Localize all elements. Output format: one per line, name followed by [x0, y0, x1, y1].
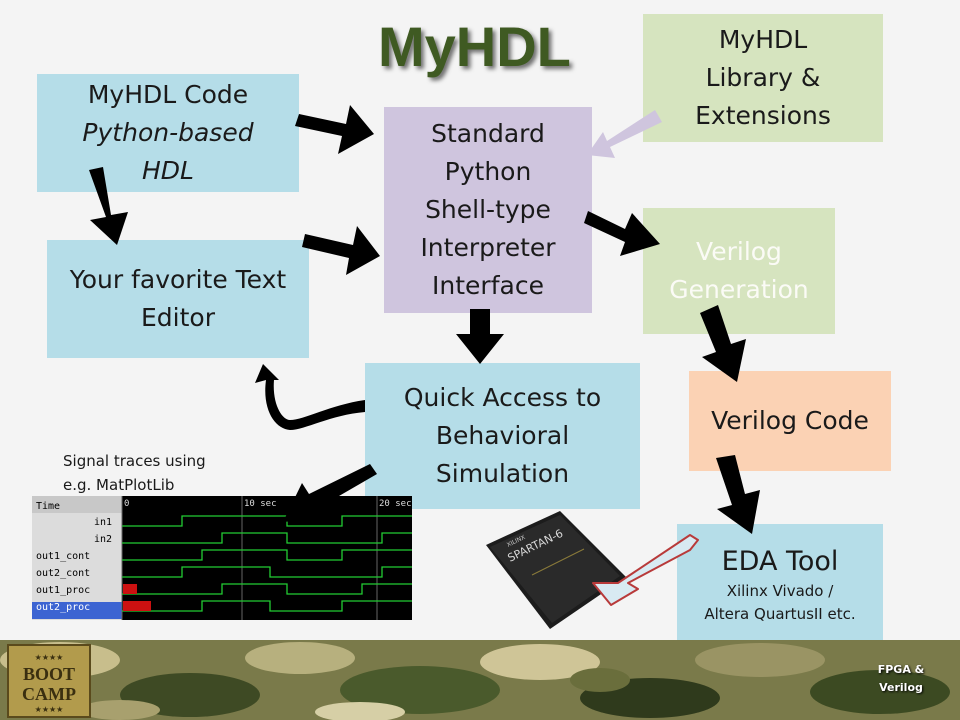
camo-patch: [340, 666, 500, 714]
trace-out2-cont: [122, 566, 412, 578]
camouflage-footer: ★★★★ BOOT CAMP ★★★★: [0, 640, 960, 720]
undefined-region: [123, 601, 151, 611]
camo-patch: [810, 670, 950, 714]
verilog-generation-box: Verilog Generation: [643, 208, 835, 334]
trace-out1-cont: [122, 549, 412, 561]
box-label: Quick Access to: [403, 383, 602, 412]
time-marker-label: 20 sec: [379, 499, 412, 509]
signal-name: in2: [94, 534, 112, 545]
waveform-viewer: Time in1 in2 out1_cont out2_cont out1_pr…: [32, 496, 412, 620]
time-marker-label: 10 sec: [244, 499, 277, 509]
signal-name: out1_cont: [36, 551, 90, 562]
box-label: Behavioral: [435, 421, 570, 450]
box-sublabel: Altera QuartusII etc.: [704, 605, 856, 623]
trace-out1-proc: [122, 583, 412, 595]
arrow-code-to-python: [295, 105, 374, 154]
logo-badge: [7, 644, 91, 718]
arrow-code-to-eda: [716, 455, 760, 534]
arrow-python-to-verilog: [584, 211, 660, 256]
arrow-python-to-simulation: [456, 309, 504, 364]
box-label: MyHDL: [718, 25, 808, 54]
box-label: HDL: [142, 156, 194, 185]
signal-name: out2_proc: [36, 602, 90, 613]
footer-label: FPGA & Verilog: [866, 661, 936, 697]
time-header: Time: [36, 501, 60, 512]
time-markers: 0 10 sec 20 sec: [121, 496, 412, 620]
chip-top: [490, 515, 620, 623]
box-label: Shell-type: [425, 195, 551, 224]
arrow-simulation-to-editor: [255, 364, 365, 430]
signal-names: in1 in2 out1_cont out2_cont out1_proc ou…: [36, 517, 112, 613]
box-label: Editor: [141, 303, 215, 332]
logo-stars: ★★★★: [35, 705, 64, 714]
time-header-bg: [32, 496, 122, 513]
signal-name: out2_cont: [36, 568, 90, 579]
camo-patch: [570, 668, 630, 692]
box-label: Extensions: [695, 101, 831, 130]
boot-camp-logo: ★★★★ BOOT CAMP ★★★★: [7, 644, 91, 718]
selected-row-bg: [32, 602, 122, 619]
page-title: MyHDL: [378, 15, 571, 78]
box-label: Verilog Code: [711, 406, 869, 435]
footer-label-line: Verilog: [879, 681, 923, 694]
box-label: Interpreter: [420, 233, 556, 262]
text-editor-box: Your favorite Text Editor: [47, 240, 309, 358]
arrow-simulation-to-traces: [283, 464, 377, 522]
footer-label-line: FPGA &: [877, 663, 925, 676]
eda-tool-box: EDA Tool Xilinx Vivado / Altera QuartusI…: [677, 524, 883, 646]
box-label: Your favorite Text: [69, 265, 287, 294]
camo-patch: [480, 644, 600, 680]
box-label: Standard: [431, 119, 545, 148]
logo-text: BOOT: [23, 664, 75, 684]
camo-patch: [315, 702, 405, 720]
camo-patch: [245, 642, 355, 674]
box-label: Python: [444, 157, 532, 186]
trace-in2: [122, 532, 412, 544]
arrow-editor-to-python: [302, 226, 380, 275]
signal-name: out1_proc: [36, 585, 90, 596]
waveform-graphic: Time in1 in2 out1_cont out2_cont out1_pr…: [32, 496, 412, 620]
caption-line: Signal traces using: [63, 452, 206, 470]
chip-line: [531, 548, 585, 576]
caption-line: e.g. MatPlotLib: [63, 476, 175, 494]
fpga-chip-image: XILINX SPARTAN-6: [486, 511, 626, 629]
box-label: Verilog: [696, 237, 782, 266]
arrow-library-to-python: [587, 110, 662, 158]
simulation-box: Quick Access to Behavioral Simulation: [365, 363, 640, 509]
python-interpreter-box: Standard Python Shell-type Interpreter I…: [384, 107, 592, 313]
myhdl-code-box: MyHDL Code Python-based HDL: [37, 74, 299, 192]
signal-traces-caption: Signal traces using e.g. MatPlotLib: [63, 449, 206, 497]
undefined-region: [123, 584, 137, 594]
arrow-eda-to-chip: [592, 534, 699, 606]
signal-name: in1: [94, 517, 112, 528]
box-label: Generation: [669, 275, 809, 304]
camo-patch: [695, 643, 825, 677]
myhdl-library-box: MyHDL Library & Extensions: [643, 14, 883, 142]
box-label: MyHDL Code: [87, 80, 249, 109]
verilog-code-box: Verilog Code: [689, 371, 891, 471]
arrows-layer: [89, 105, 760, 606]
time-marker-label: 0: [124, 499, 129, 509]
box-label: Library &: [705, 63, 821, 92]
box-sublabel: Xilinx Vivado /: [726, 582, 834, 600]
camo-patch: [80, 700, 160, 720]
box-label: Interface: [432, 271, 544, 300]
arrow-verilog-gen-to-code: [700, 305, 746, 382]
box-label: Simulation: [435, 459, 570, 488]
box-label: EDA Tool: [721, 546, 839, 577]
trace-out2-proc: [122, 600, 412, 612]
signal-name-panel: [32, 496, 122, 620]
logo-stars: ★★★★: [35, 653, 64, 662]
signal-traces: [122, 515, 412, 612]
logo-text: CAMP: [22, 684, 76, 704]
box-label: Python-based: [82, 118, 254, 147]
flow-arrows: [89, 105, 760, 534]
arrow-code-to-editor: [89, 167, 128, 245]
